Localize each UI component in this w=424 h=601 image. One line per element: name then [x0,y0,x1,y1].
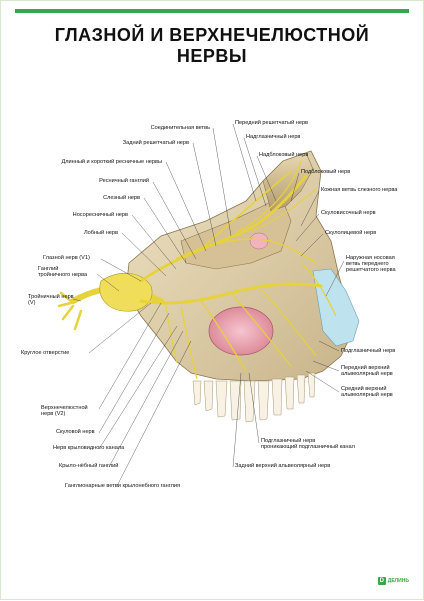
label-zygomatic-nerve: Скуловой нерв [56,429,95,435]
label-infraorbital-nerve: Подглазничный нерв [341,348,396,354]
label-external-nasal-line-3: решетчатого нерва [346,267,396,273]
label-infraorbital-canal-line-2: проникающий подглазничный канал [261,444,355,450]
logo-text: ДЕЛИНЬ [387,578,409,584]
label-ophthalmic-nerve: Глазной нерв (V1) [43,255,90,261]
label-middle-alveolar-line-2: альвеолярный нерв [341,392,393,398]
label-middle-alveolar-line-1: Средний верхний [341,386,387,392]
nerve-roots [57,291,83,331]
label-supratrochlear-nerve: Надблоковый нерв [259,152,309,158]
lacrimal-gland [249,232,269,250]
title-line-2: НЕРВЫ [176,46,248,66]
label-lacrimal-skin-branch: Кожная ветвь слезного нерва [321,187,398,193]
label-maxillary-nerve-line-1: Верхнечелюстной [41,405,88,411]
leader-lines [72,123,345,487]
nasal-cartilage [312,268,360,347]
label-zygomaticofacial-nerve: Скулолицевой нерв [325,230,377,236]
label-anterior-ethmoidal-nerve: Передний решетчатый нерв [235,120,309,126]
label-external-nasal-line-1: Наружная носовая [346,255,395,261]
publisher-logo: D ДЕЛИНЬ [377,577,409,585]
accent-bar [15,9,409,13]
title-line-1: ГЛАЗНОЙ И ВЕРХНЕЧЕЛЮСТНОЙ [54,25,370,45]
label-anterior-alveolar-line-1: Передний верхний [341,365,390,371]
label-ganglionic-branches: Ганглионарные ветви крылонебного ганглия [65,483,181,489]
label-zygomaticotemporal-nerve: Скуловисочный нерв [321,210,376,216]
label-trigeminal-nerve-line-1: Тройничный нерв [28,294,74,300]
label-frontal-nerve: Лобный нерв [83,230,118,236]
label-ganglion-line-2: тройничного нерва [38,272,88,278]
ophthalmic-nerve [139,174,308,283]
label-supraorbital-nerve: Надглазничный нерв [246,134,301,140]
label-maxillary-nerve-line-2: нерв (V2) [41,411,66,417]
label-connecting-branch: Соединительная ветвь [150,125,210,131]
logo-mark-icon: D [377,577,386,585]
label-foramen-rotundum: Круглое отверстие [21,350,70,356]
label-trigeminal-nerve-line-2: (V) [28,300,36,306]
poster-title: ГЛАЗНОЙ И ВЕРХНЕЧЕЛЮСТНОЙ НЕРВЫ [1,25,423,67]
upper-teeth [192,372,316,423]
label-infraorbital-canal-line-1: Подглазничный нерв [261,438,316,444]
label-posterior-ethmoidal-nerve: Задний решетчатый нерв [122,140,189,146]
label-lacrimal-nerve: Слезный нерв [103,195,140,201]
label-external-nasal-line-2: ветвь переднего [346,261,389,267]
label-ciliary-nerves: Длинный и короткий ресничные нервы [61,159,163,165]
label-ciliary-ganglion: Ресничный ганглий [99,178,149,184]
label-infratrochlear-nerve: Подблоковый нерв [301,169,351,175]
label-ganglion-line-1: Ганглий [38,266,59,272]
label-pterygopalatine-ganglion: Крыло-нёбный ганглий [59,463,119,469]
trigeminal-ganglion [99,273,153,312]
label-posterior-alveolar-nerve: Задний верхний альвеолярный нерв [235,463,331,469]
label-nasociliary-nerve: Носоресничный нерв [72,212,128,218]
label-anterior-alveolar-line-2: альвеолярный нерв [341,371,393,377]
label-pterygoid-canal-nerve: Нерв крыловидного канала [53,445,125,451]
maxillary-sinus [208,306,274,356]
